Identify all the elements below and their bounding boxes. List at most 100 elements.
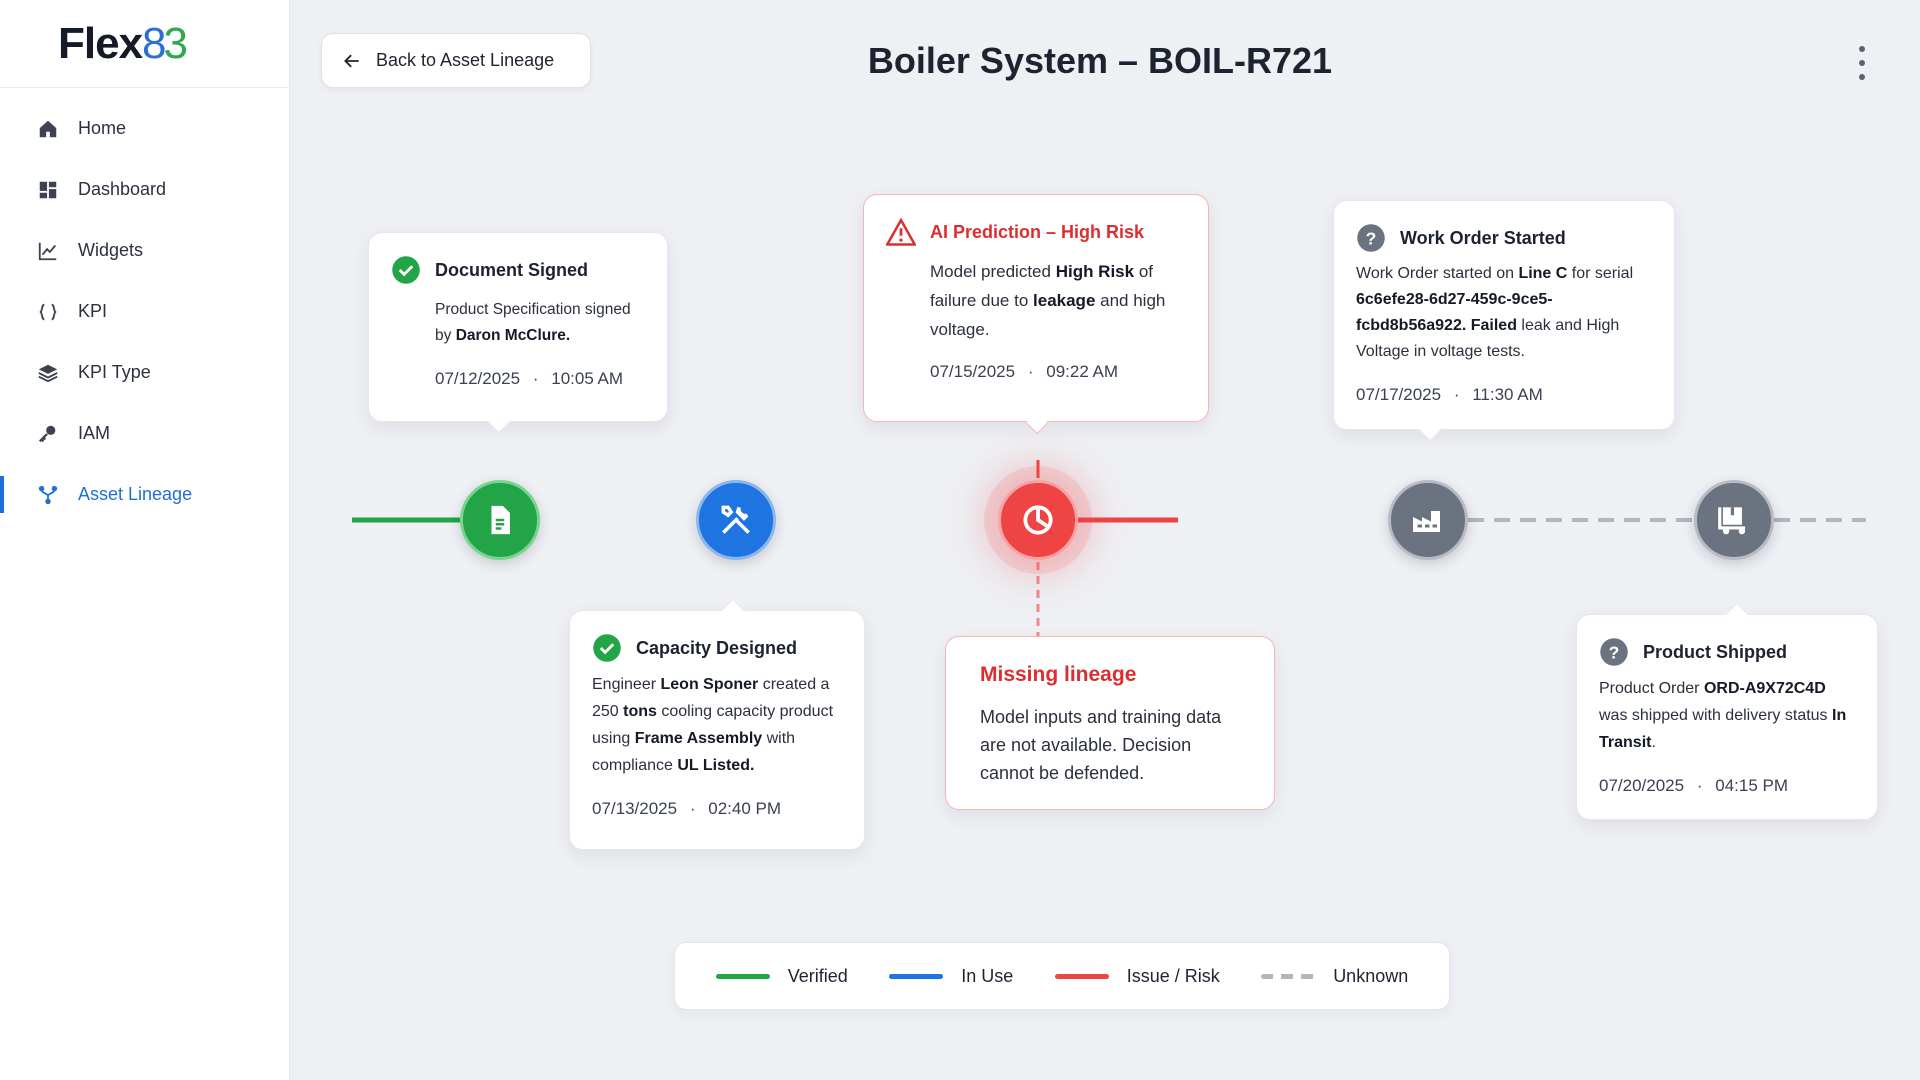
card-title: AI Prediction – High Risk [930,221,1145,242]
event-card-capacity-designed[interactable]: Capacity Designed Engineer Leon Sponer c… [569,598,865,850]
sidebar-item-kpi-type[interactable]: KPI Type [0,342,289,403]
check-circle-icon [391,255,421,285]
sidebar-item-widgets[interactable]: Widgets [0,220,289,281]
warning-triangle-icon [886,217,916,247]
braces-icon [36,300,60,324]
delivery-status: In Transit [1599,707,1847,751]
legend-label: Issue / Risk [1126,965,1220,986]
home-icon [36,117,60,141]
time-text: 09:22 AM [1046,362,1119,381]
card-tail [721,598,745,622]
failure-cause: leakage [1033,291,1096,310]
question-circle-icon: ? [1356,223,1386,253]
check-circle-icon [592,633,622,663]
event-card-product-shipped[interactable]: ? Product Shipped Product Order ORD-A9X7… [1576,602,1878,820]
card-body: Model inputs and training data are not a… [980,707,1222,783]
time-text: 02:40 PM [708,799,781,818]
event-card-document-signed[interactable]: Document Signed Product Specification si… [368,232,668,434]
tools-icon [721,505,750,534]
card-title: Document Signed [435,259,589,280]
card-tail [1725,602,1749,626]
back-button-label: Back to Asset Lineage [376,50,555,70]
card-text: of failure due to [930,262,1153,310]
sidebar-item-kpi[interactable]: KPI [0,281,289,342]
date-separator: · [1696,776,1703,795]
node-product-shipped[interactable] [1694,480,1774,560]
card-text: Product Specification signed by [435,301,631,344]
card-body: Model predicted High Risk of failure due… [886,257,1186,344]
lineage-icon [36,483,60,507]
card-body: Work Order started on Line C for serial … [1356,261,1652,365]
card-text: Model predicted [930,262,1056,281]
sidebar-item-home[interactable]: Home [0,98,289,159]
risk-level: High Risk [1055,262,1135,281]
card-title: Work Order Started [1400,227,1566,248]
card-tail [1025,411,1049,435]
sidebar-item-dashboard[interactable]: Dashboard [0,159,289,220]
card-tail [487,410,511,434]
card-tail [1418,418,1442,442]
event-card-ai-prediction[interactable]: AI Prediction – High Risk Model predicte… [863,194,1209,435]
date-separator: · [1027,362,1034,381]
date-text: 07/12/2025 [435,369,521,388]
card-timestamp: 07/17/2025 · 11:30 AM [1356,385,1652,405]
document-icon [491,505,510,535]
date-text: 07/13/2025 [592,799,678,818]
arrow-left-icon [344,54,359,67]
card-text: for serial [1567,265,1634,282]
more-options-icon[interactable] [1850,46,1874,80]
legend-swatch [1054,973,1109,979]
card-title: Product Shipped [1643,641,1787,662]
logo-digit-3: 3 [163,18,189,68]
node-document-signed[interactable] [460,480,540,560]
date-separator: · [532,369,539,388]
back-to-asset-lineage-button[interactable]: Back to Asset Lineage [321,33,591,88]
card-title: Capacity Designed [636,637,798,658]
legend-swatch [715,973,770,979]
key-icon [36,422,60,446]
legend-label: In Use [961,965,1014,986]
date-separator: · [689,799,696,818]
node-work-order-started[interactable] [1388,480,1468,560]
card-text: with compliance [592,730,796,774]
production-line: Line C [1518,265,1568,282]
sidebar-item-label: Dashboard [78,179,167,199]
card-text: cooling capacity product using [592,703,834,747]
time-text: 11:30 AM [1472,385,1543,404]
missing-lineage-card[interactable]: Missing lineage Model inputs and trainin… [945,636,1275,810]
legend-label: Verified [787,965,848,986]
test-status: Failed [1470,317,1517,334]
card-text: . [1651,734,1656,751]
sidebar-nav: Home Dashboard Widgets KPI KPI Type [0,88,289,525]
date-text: 07/17/2025 [1356,385,1442,404]
event-card-work-order-started[interactable]: ? Work Order Started Work Order started … [1333,200,1675,442]
card-text: Engineer [592,676,661,693]
card-text: leak and High Voltage in voltage tests. [1356,317,1620,360]
logo-text: Flex [58,18,143,68]
serial-number: 6c6efe28-6d27-459c-9ce5-fcbd8b56a922. [1356,291,1553,334]
sidebar-item-asset-lineage[interactable]: Asset Lineage [0,464,289,525]
date-text: 07/15/2025 [930,362,1016,381]
timeline-legend: Verified In Use Issue / Risk Unknown [674,942,1450,1010]
question-circle-icon: ? [1599,637,1629,667]
card-timestamp: 07/20/2025 · 04:15 PM [1599,776,1855,796]
card-body: Product Order ORD-A9X72C4D was shipped w… [1599,675,1855,756]
svg-text:?: ? [1366,228,1377,248]
card-text: was shipped with delivery status [1599,707,1832,724]
card-text: created a 250 [592,676,830,720]
node-ai-prediction[interactable] [998,480,1078,560]
legend-swatch [1261,973,1316,979]
signer-name: Daron McClure. [455,327,571,344]
capacity-unit: tons [623,703,657,720]
card-timestamp: 07/15/2025 · 09:22 AM [886,362,1186,382]
card-timestamp: 07/12/2025 · 10:05 AM [391,369,645,389]
card-title: Missing lineage [980,663,1137,686]
sidebar-item-label: Asset Lineage [78,484,193,504]
sidebar-item-iam[interactable]: IAM [0,403,289,464]
node-capacity-designed[interactable] [696,480,776,560]
legend-label: Unknown [1333,965,1409,986]
card-timestamp: 07/13/2025 · 02:40 PM [592,799,842,819]
card-body: Product Specification signed by Daron Mc… [391,297,645,349]
